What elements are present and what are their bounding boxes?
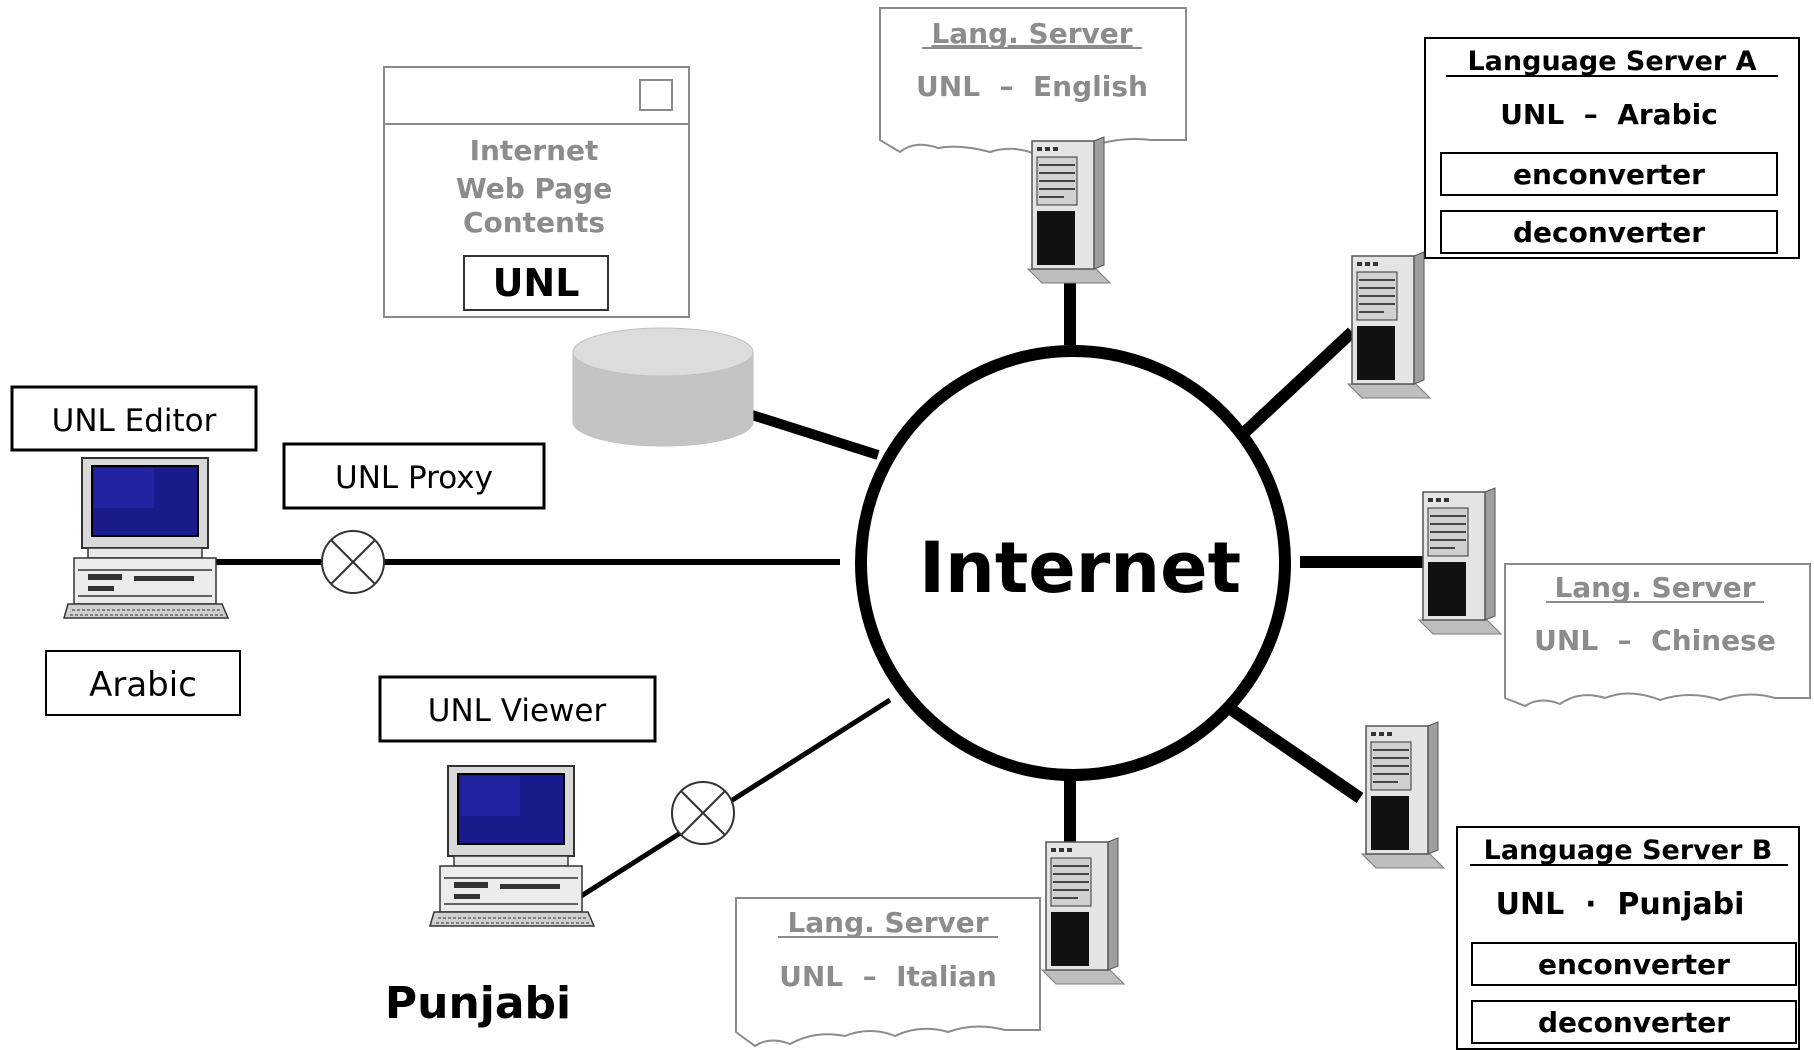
web-page-window: Internet Web Page Contents UNL xyxy=(383,66,690,318)
web-page-unl-label: UNL xyxy=(493,261,580,305)
chinese-server-subtitle: UNL – Chinese xyxy=(1534,624,1776,657)
web-page-line-3: Contents xyxy=(463,206,605,239)
network-links xyxy=(205,278,1425,901)
language-server-b: Language Server B UNL · Punjabi enconver… xyxy=(1456,826,1800,1050)
viewer-node-icon xyxy=(671,781,735,845)
web-page-line-2: Web Page xyxy=(456,172,612,205)
proxy-label: UNL Proxy xyxy=(335,460,493,496)
server-tower-icon-punjabi xyxy=(1361,721,1445,869)
server-b-deconverter-box xyxy=(1471,1000,1797,1044)
viewer-label: UNL Viewer xyxy=(428,693,607,729)
server-b-enconverter: enconverter xyxy=(1538,948,1730,981)
link-viewer xyxy=(576,697,892,901)
unl-proxy: UNL Proxy xyxy=(282,442,546,594)
server-tower-icon-chinese xyxy=(1418,487,1502,635)
server-tower-icon-italian xyxy=(1041,837,1125,985)
chinese-server-title: Lang. Server xyxy=(1554,571,1755,604)
computer-icon-viewer xyxy=(429,765,595,927)
english-server-title: Lang. Server xyxy=(931,17,1132,50)
server-a-deconverter: deconverter xyxy=(1513,216,1705,249)
english-server-subtitle: UNL – English xyxy=(916,70,1148,103)
link-arabic-server xyxy=(1240,327,1357,437)
server-b-title: Language Server B xyxy=(1484,835,1773,866)
proxy-node-icon xyxy=(321,530,385,594)
server-b-enconverter-box xyxy=(1471,942,1797,986)
web-page-line-1: Internet xyxy=(470,134,599,167)
computer-icon-editor xyxy=(63,457,229,619)
server-tower-icon-english xyxy=(1027,136,1111,284)
lang-server-chinese: Lang. Server UNL – Chinese xyxy=(1504,563,1811,708)
window-maximize-icon xyxy=(639,79,673,111)
server-a-subtitle: UNL – Arabic xyxy=(1500,98,1718,131)
link-punjabi-server xyxy=(1228,705,1364,803)
italian-server-subtitle: UNL – Italian xyxy=(779,960,997,993)
internet-hub: Internet xyxy=(855,345,1291,781)
server-b-subtitle: UNL · Punjabi xyxy=(1496,887,1745,922)
server-a-title: Language Server A xyxy=(1467,46,1756,77)
lang-server-english: Lang. Server UNL – English xyxy=(879,7,1187,158)
italian-server-title: Lang. Server xyxy=(787,906,988,939)
server-tower-icon-arabic xyxy=(1347,251,1431,399)
database-icon xyxy=(572,327,754,447)
unl-viewer-client: UNL Viewer Punjabi xyxy=(378,675,735,1029)
server-b-deconverter: deconverter xyxy=(1538,1006,1730,1039)
unl-editor-client: UNL Editor Arabic xyxy=(10,385,258,716)
lang-server-italian: Lang. Server UNL – Italian xyxy=(735,897,1041,1048)
server-a-enconverter: enconverter xyxy=(1513,158,1705,191)
server-a-enconverter-box xyxy=(1440,152,1778,196)
editor-language: Arabic xyxy=(89,665,197,705)
link-database xyxy=(750,410,880,460)
language-server-a: Language Server A UNL – Arabic enconvert… xyxy=(1424,37,1800,259)
server-a-deconverter-box xyxy=(1440,210,1778,254)
editor-label: UNL Editor xyxy=(52,403,217,439)
internet-label: Internet xyxy=(919,527,1241,609)
viewer-language: Punjabi xyxy=(385,978,571,1029)
